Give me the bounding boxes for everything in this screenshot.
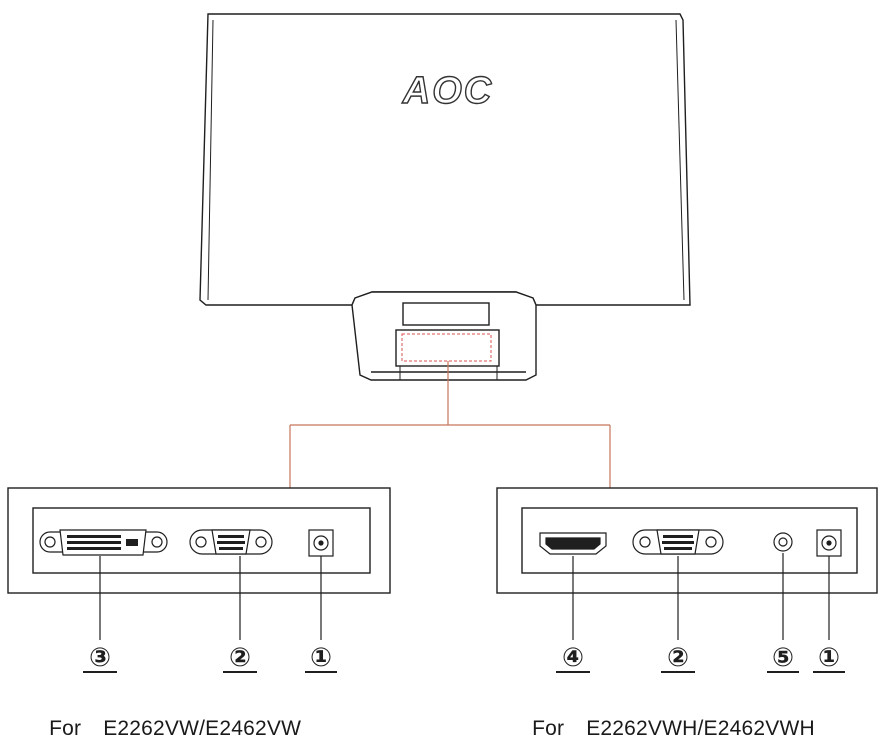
port-number-dc-left: ①	[310, 643, 332, 673]
port-number-vga-left: ②	[229, 643, 251, 673]
brand-logo: AOC	[402, 70, 493, 112]
branch-connector-lines	[289, 361, 611, 488]
caption-right-model: E2262VWH/E2462VWH	[586, 717, 815, 740]
port-number-vga-right: ②	[667, 643, 689, 673]
port-number-audio: ⑤	[772, 643, 794, 673]
caption-right-prefix: For	[532, 717, 565, 740]
vga-port-icon	[632, 529, 724, 555]
caption-right: For E2262VWH/E2462VWH	[520, 693, 815, 741]
vga-port-icon	[189, 529, 273, 555]
hdmi-port-icon	[539, 532, 607, 555]
caption-left-model: E2262VW/E2462VW	[103, 717, 302, 740]
stand-connector-block	[351, 291, 537, 381]
dvi-port-icon	[39, 529, 168, 556]
leader-lines-right	[572, 553, 830, 640]
audio-jack-icon	[773, 532, 793, 552]
dc-power-jack-icon	[308, 529, 334, 557]
caption-left-prefix: For	[49, 717, 82, 740]
leader-lines-left	[99, 556, 322, 640]
monitor-connection-diagram: AOC	[7, 13, 878, 673]
monitor-back	[199, 13, 691, 306]
port-number-hdmi: ④	[562, 643, 584, 673]
port-area-highlight	[401, 333, 492, 362]
dc-power-jack-icon	[816, 529, 842, 557]
port-number-dc-right: ①	[818, 643, 840, 673]
caption-left: For E2262VW/E2462VW	[37, 693, 301, 741]
port-number-dvi: ③	[89, 643, 111, 673]
